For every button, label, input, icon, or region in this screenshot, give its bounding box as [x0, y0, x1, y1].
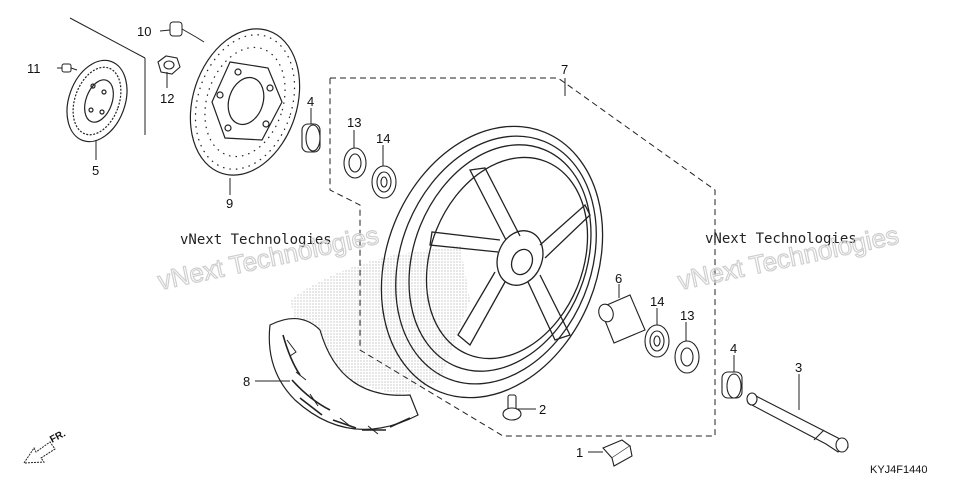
diagram-code: KYJ4F1440	[870, 464, 927, 476]
seal-icon	[674, 340, 700, 374]
pulser-ring-icon	[66, 59, 128, 143]
callout-10: 10	[137, 24, 151, 39]
callout-5: 5	[92, 163, 99, 178]
callout-4: 4	[307, 94, 314, 109]
collar-icon	[721, 371, 743, 399]
leader-lines	[57, 29, 800, 453]
shading-area	[290, 245, 470, 395]
bearing-icon	[371, 165, 397, 199]
assembly-outline	[329, 77, 716, 437]
callout-13: 13	[680, 308, 694, 323]
bearing-icon	[644, 324, 670, 358]
callout-3: 3	[795, 360, 802, 375]
valve-icon	[502, 394, 522, 421]
wheel-icon	[380, 125, 604, 399]
callout-13: 13	[347, 115, 361, 130]
callout-labels: 11 10 12 5 9 4 13 14 7 6 14 13 4 3 2 1 8	[27, 24, 802, 460]
callout-1: 1	[576, 445, 583, 460]
bolt-icon	[169, 21, 205, 43]
callout-2: 2	[539, 402, 546, 417]
axle-icon	[746, 392, 849, 453]
watermark-text: vNext Technologies	[180, 232, 332, 248]
callout-7: 7	[561, 62, 568, 77]
callout-6: 6	[615, 271, 622, 286]
spacer-icon	[598, 294, 646, 344]
callout-8: 8	[243, 374, 250, 389]
collar-icon	[301, 123, 321, 153]
clip-icon	[602, 439, 633, 467]
seal-icon	[343, 147, 367, 179]
callout-12: 12	[160, 91, 174, 106]
callout-9: 9	[226, 196, 233, 211]
callout-14: 14	[650, 294, 664, 309]
callout-11: 11	[27, 61, 41, 76]
watermark-text: vNext Technologies	[705, 231, 857, 247]
callout-4: 4	[730, 341, 737, 356]
nut-icon	[157, 55, 181, 75]
direction-label: FR.	[48, 428, 68, 445]
screw-icon	[61, 63, 78, 73]
callout-14: 14	[376, 131, 390, 146]
brake-disc-icon	[189, 28, 301, 176]
tire-icon	[268, 318, 419, 435]
forward-direction-arrow-icon	[23, 441, 56, 464]
group-bracket	[69, 17, 146, 59]
